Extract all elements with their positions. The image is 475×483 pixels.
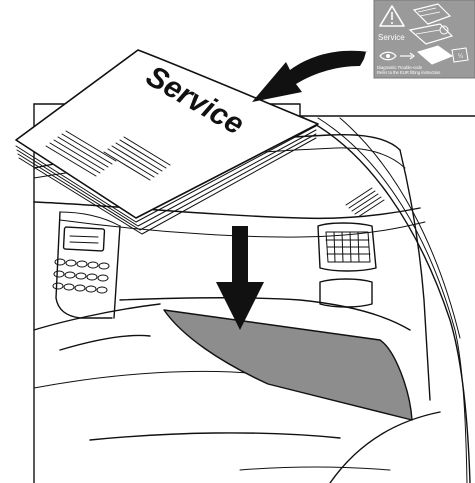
floor-line-2	[90, 433, 340, 440]
air-vent	[318, 223, 376, 271]
floor-line-1	[34, 371, 260, 388]
service-manual: Service	[16, 50, 318, 234]
radio-display-lines	[70, 236, 98, 243]
curved-arrow	[252, 51, 374, 102]
radio-buttons	[53, 259, 109, 293]
sticker-service-label: Service	[378, 33, 405, 42]
door-line	[330, 412, 440, 483]
sticker-small-line-2: Refer to the EUR fitting instruction	[377, 70, 441, 75]
floor-line-3	[240, 467, 390, 470]
glovebox-lid	[164, 310, 412, 420]
a-pillar	[300, 116, 470, 483]
center-console	[53, 212, 120, 318]
radio-display	[63, 227, 104, 251]
defroster-vent	[346, 188, 384, 217]
glovebox-recess	[320, 279, 372, 307]
seat-contour	[60, 336, 150, 350]
insert-arrow	[216, 226, 264, 330]
dashboard-right-side	[400, 150, 430, 400]
service-sticker: Service ¼ Diagnostic Trouble-code Refer …	[374, 0, 475, 78]
knee-contour	[34, 304, 160, 330]
